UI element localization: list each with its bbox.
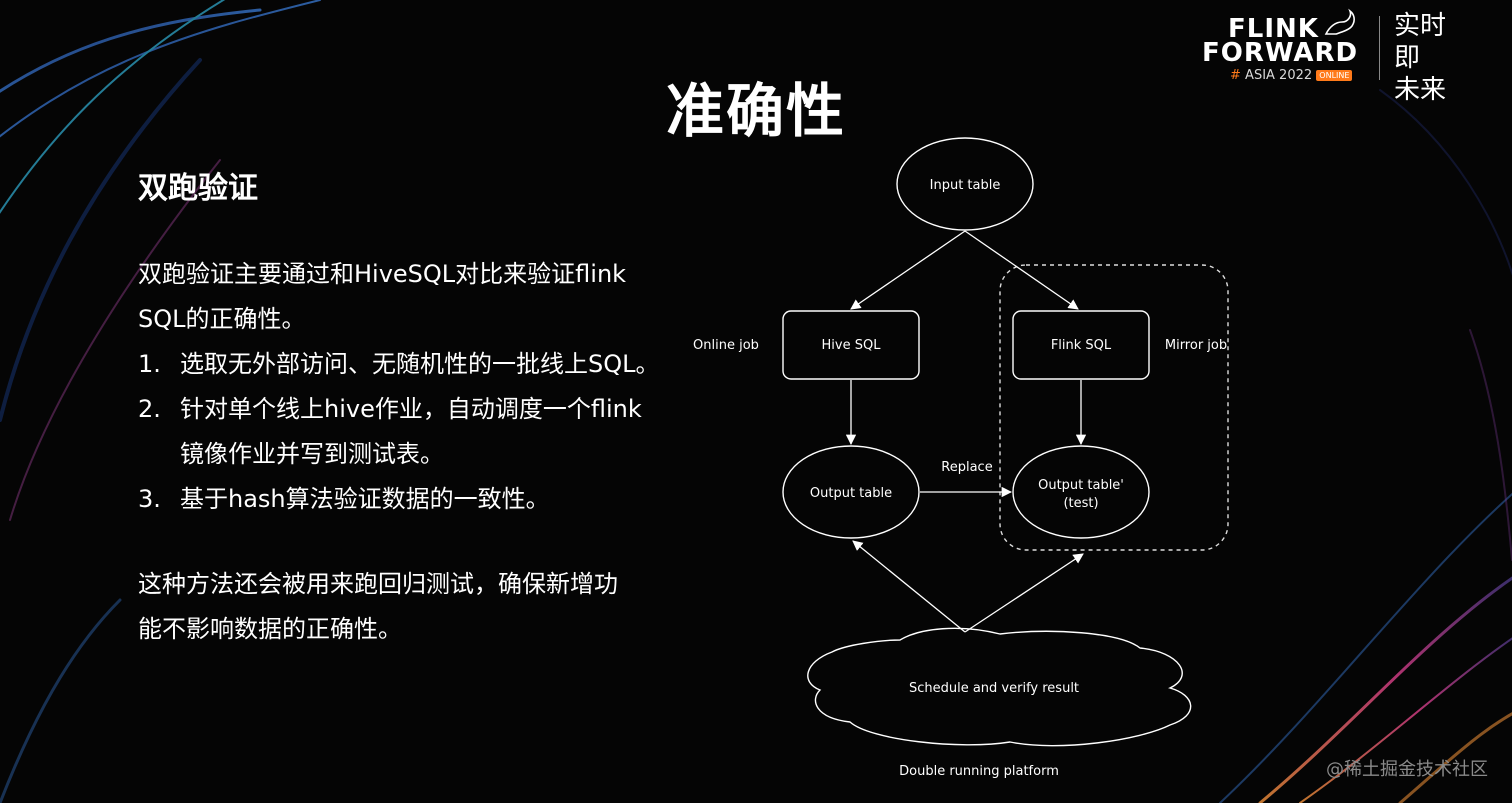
- arrow-input-to-hive: [850, 230, 966, 310]
- output-table-label: Output table: [810, 486, 892, 501]
- logo-divider: [1379, 16, 1380, 80]
- schedule-label: Schedule and verify result: [909, 681, 1079, 696]
- steps-list: 1. 选取无外部访问、无随机性的一批线上SQL。 2. 针对单个线上hive作业…: [138, 342, 683, 522]
- content-body: 双跑验证主要通过和HiveSQL对比来验证flink SQL的正确性。 1. 选…: [138, 252, 683, 652]
- intro-line-2: SQL的正确性。: [138, 305, 306, 333]
- watermark: @稀土掘金技术社区: [1326, 759, 1488, 780]
- arrow-cloud-to-output: [852, 540, 966, 633]
- note-line-2: 能不影响数据的正确性。: [138, 615, 402, 643]
- logo-event-text: ASIA 2022: [1245, 68, 1313, 83]
- replace-label: Replace: [941, 460, 992, 475]
- schedule-cloud-node: [807, 627, 1192, 747]
- flink-sql-node: [1012, 310, 1150, 380]
- logo-flink-text: FLINK: [1228, 14, 1319, 44]
- logo-hash: #: [1230, 68, 1241, 83]
- mirror-job-container: [999, 264, 1229, 551]
- squirrel-icon: [1324, 8, 1355, 35]
- logo-chinese-line2: 未来: [1394, 75, 1447, 105]
- mirror-job-label: Mirror job: [1165, 338, 1227, 353]
- flink-forward-logo: FLINK FORWARD # ASIA 2022 ONLINE 实时即 未来: [1202, 8, 1472, 105]
- arrow-cloud-to-test: [964, 553, 1084, 633]
- online-job-label: Online job: [693, 338, 759, 353]
- step-text: 基于hash算法验证数据的一致性。: [180, 485, 550, 513]
- output-test-label-line2: (test): [1063, 496, 1098, 511]
- step-text: 选取无外部访问、无随机性的一批线上SQL。: [180, 350, 660, 378]
- input-table-label: Input table: [930, 178, 1001, 193]
- output-table-node: [782, 445, 920, 539]
- logo-chinese-slogan: 实时即 未来: [1394, 10, 1464, 106]
- intro-line-1: 双跑验证主要通过和HiveSQL对比来验证flink: [138, 260, 627, 288]
- slide-title: 准确性: [665, 77, 846, 145]
- arrow-input-to-flink: [964, 230, 1079, 310]
- flink-sql-label: Flink SQL: [1051, 338, 1112, 353]
- hive-sql-label: Hive SQL: [822, 338, 882, 353]
- step-text-line: 镜像作业并写到测试表。: [180, 440, 444, 468]
- list-item: 1. 选取无外部访问、无随机性的一批线上SQL。: [138, 342, 683, 387]
- output-test-label-line1: Output table': [1038, 478, 1124, 493]
- logo-online-badge: ONLINE: [1316, 70, 1353, 81]
- hive-sql-node: [782, 310, 920, 380]
- input-table-node: [896, 137, 1034, 231]
- section-heading: 双跑验证: [138, 171, 258, 206]
- list-item: 3. 基于hash算法验证数据的一致性。: [138, 477, 683, 522]
- logo-event-line: # ASIA 2022 ONLINE: [1230, 68, 1353, 83]
- list-item: 2. 针对单个线上hive作业，自动调度一个flink 镜像作业并写到测试表。: [138, 387, 683, 477]
- note-line-1: 这种方法还会被用来跑回归测试，确保新增功: [138, 570, 618, 598]
- platform-caption: Double running platform: [899, 764, 1059, 779]
- step-text-line: 针对单个线上hive作业，自动调度一个flink: [180, 395, 642, 423]
- step-number: 1.: [138, 350, 161, 378]
- step-number: 2.: [138, 395, 161, 423]
- step-number: 3.: [138, 485, 161, 513]
- step-text: 针对单个线上hive作业，自动调度一个flink 镜像作业并写到测试表。: [180, 387, 683, 477]
- logo-chinese-line1: 实时即: [1394, 11, 1447, 73]
- logo-forward-text: FORWARD: [1202, 38, 1359, 68]
- output-test-table-node: [1012, 445, 1150, 539]
